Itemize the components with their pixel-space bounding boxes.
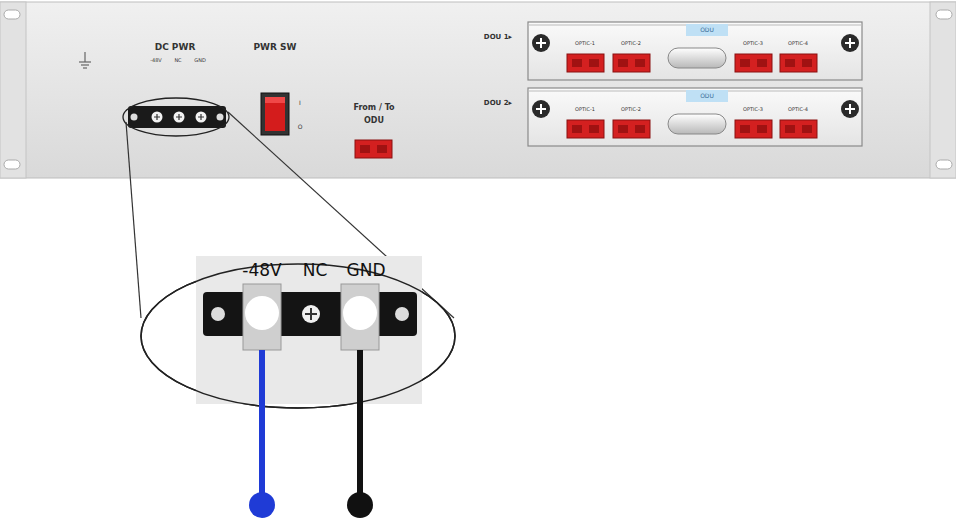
pin-name: GND — [347, 262, 386, 279]
pin-name: NC — [174, 58, 181, 63]
dou-card — [528, 88, 862, 146]
ground-symbol — [79, 52, 91, 68]
pin-name: -48V — [150, 58, 162, 63]
terminal-block — [128, 106, 226, 128]
pin-name: NC — [303, 262, 328, 279]
panel-label: DC PWR — [155, 43, 196, 52]
slot-label: DOU 2▸ — [484, 100, 512, 107]
panel-label: PWR SW — [254, 43, 297, 52]
panel-label: ODU — [364, 117, 384, 125]
pin-name: -48V — [242, 262, 281, 279]
terminal-block-zoom — [203, 284, 417, 350]
pin-name: GND — [194, 58, 205, 63]
port-label: ODU — [700, 93, 714, 99]
port-label: OPTIC-1 — [575, 41, 595, 46]
port-label: OPTIC-3 — [743, 107, 763, 112]
port-label: OPTIC-4 — [788, 41, 808, 46]
slot-label: DOU 1▸ — [484, 34, 512, 41]
port-label: OPTIC-3 — [743, 41, 763, 46]
switch-mark: O — [298, 124, 303, 130]
power-switch — [261, 93, 289, 135]
odu-connector — [355, 140, 392, 158]
dou-card — [528, 22, 862, 80]
port-label: ODU — [700, 27, 714, 33]
port-label: OPTIC-4 — [788, 107, 808, 112]
switch-mark: I — [299, 100, 301, 106]
panel-label: From / To — [353, 104, 394, 112]
port-label: OPTIC-2 — [621, 107, 641, 112]
port-label: OPTIC-2 — [621, 41, 641, 46]
port-label: OPTIC-1 — [575, 107, 595, 112]
